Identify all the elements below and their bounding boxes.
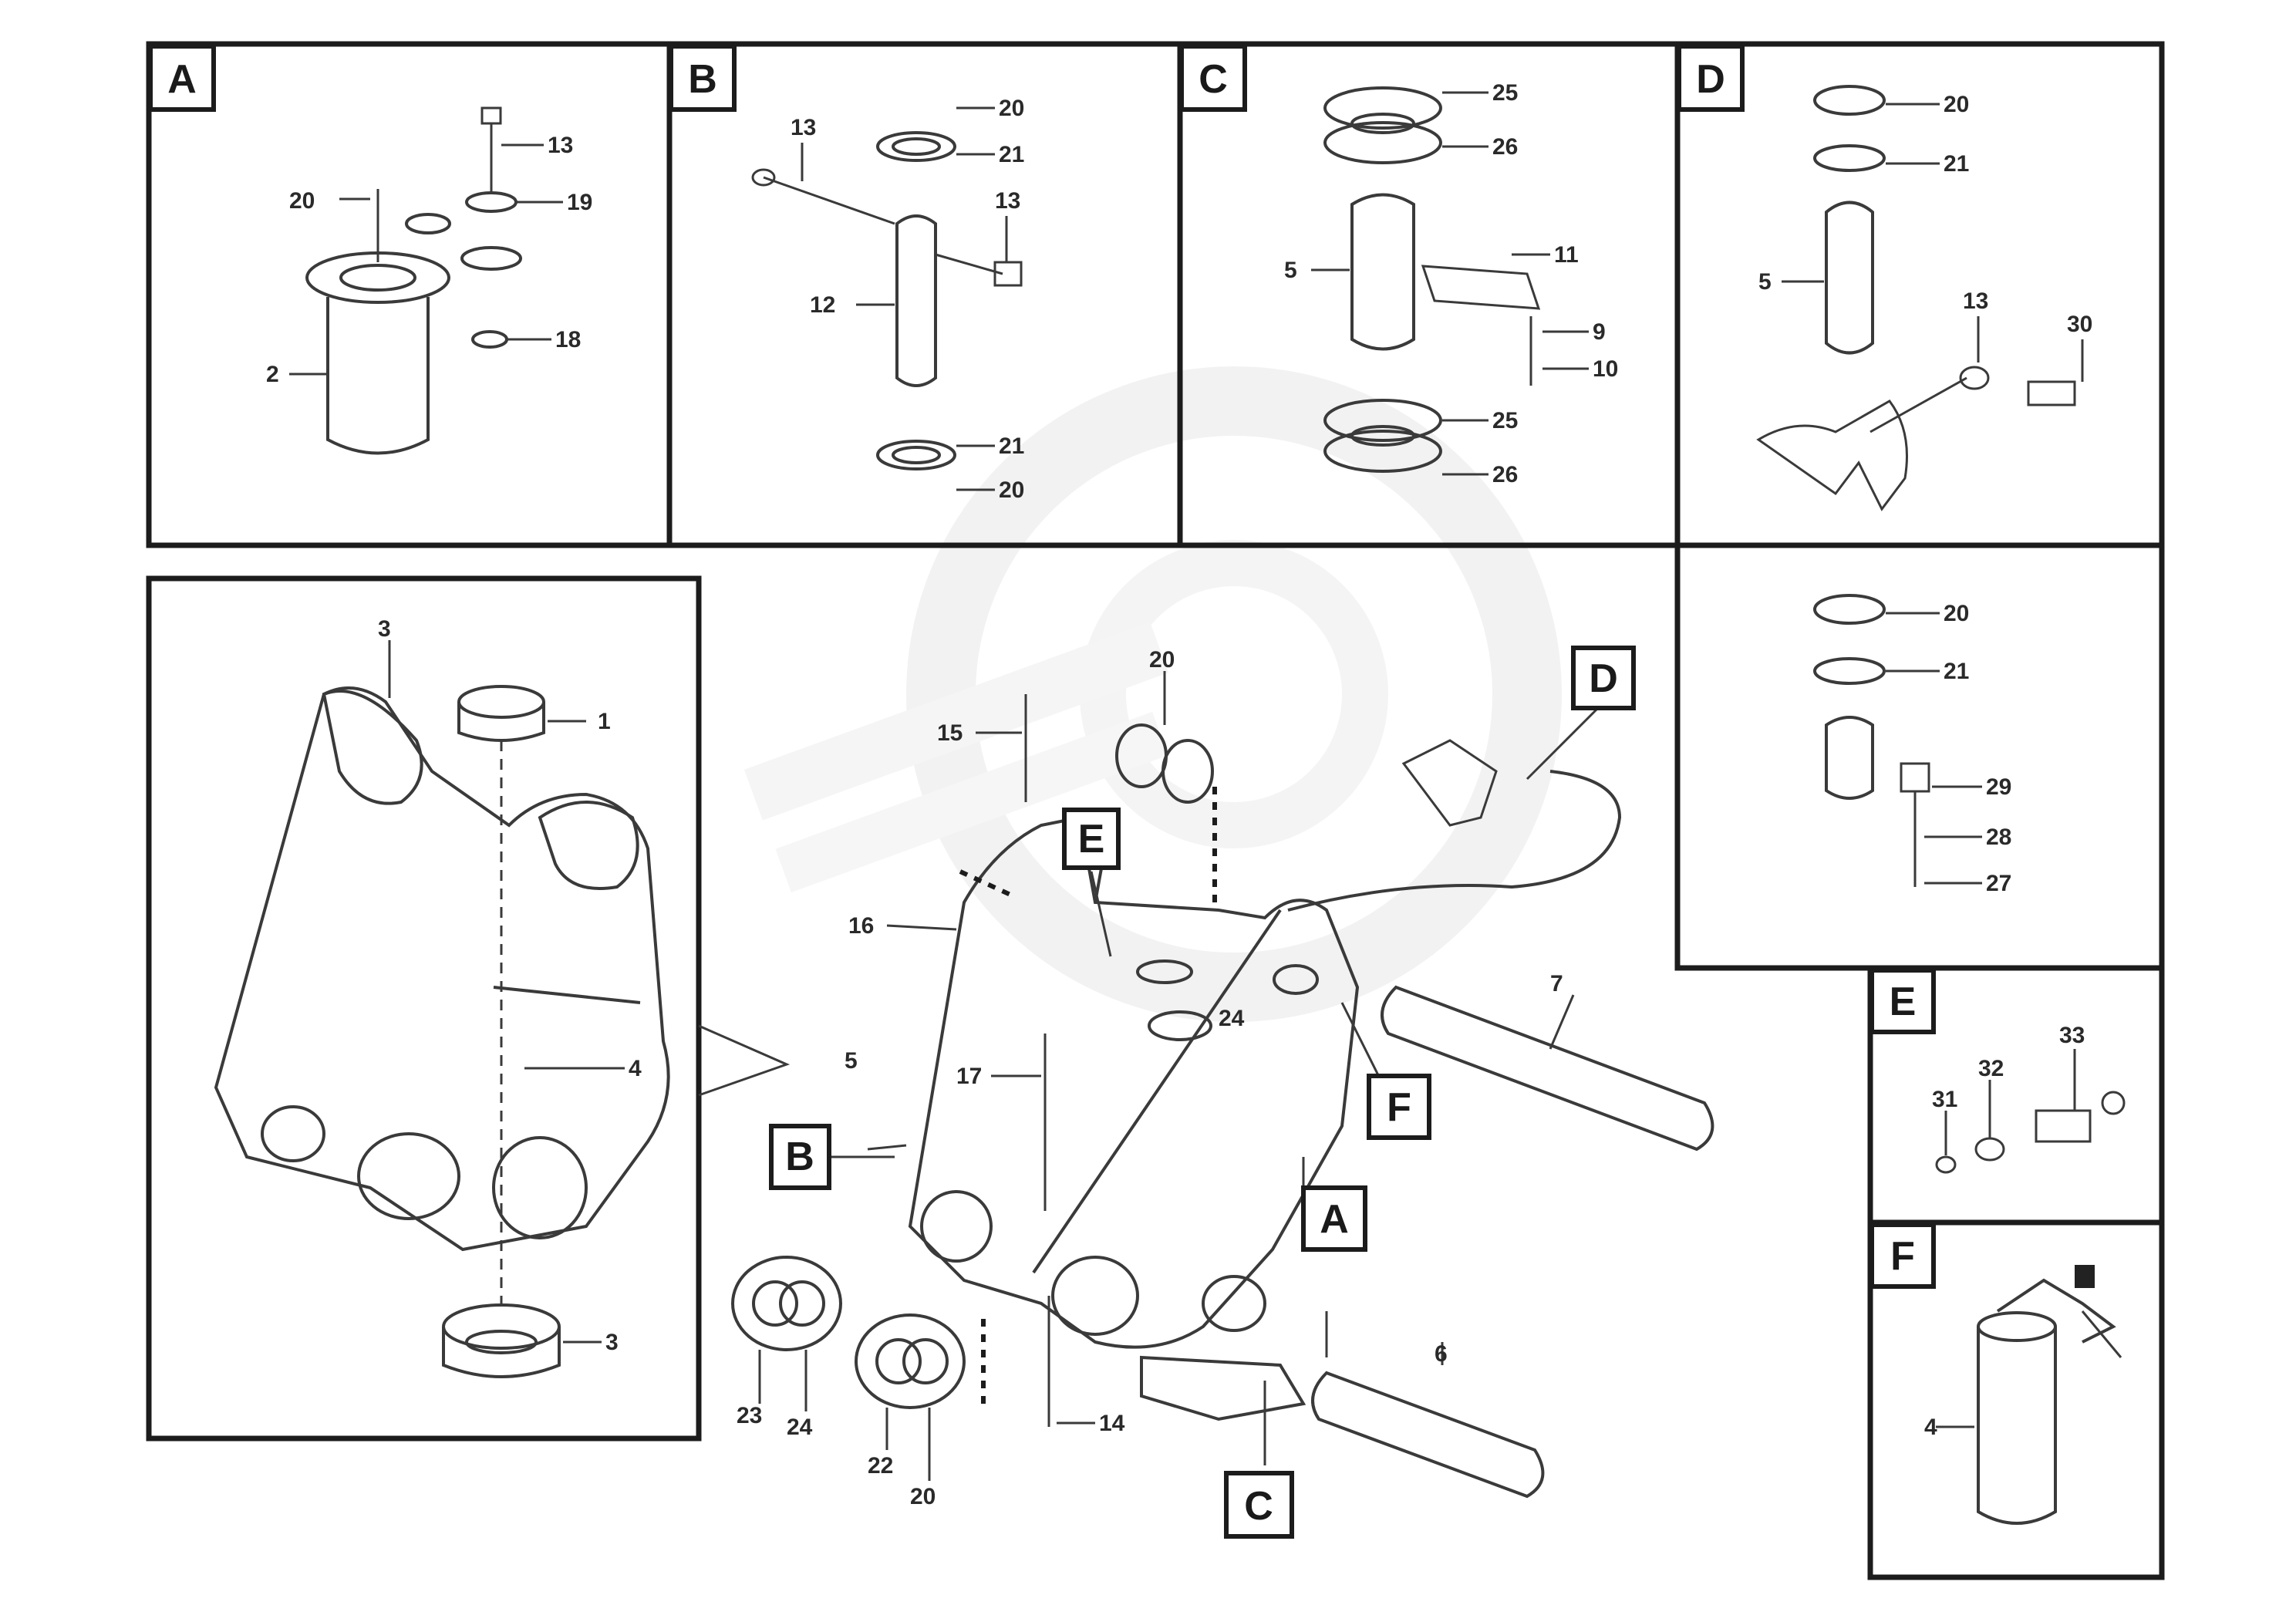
label: 20	[1944, 92, 1969, 117]
panel-D-labels: 20 21 5 13 30 20 21 29 28 27	[1758, 92, 2092, 896]
label: 16	[848, 913, 874, 939]
label: 4	[1924, 1415, 1937, 1440]
panel-tag-B: B	[669, 44, 737, 112]
label: 11	[1554, 242, 1579, 268]
label: 27	[1986, 871, 2011, 896]
label: 20	[999, 96, 1024, 121]
label: 5	[1758, 269, 1772, 295]
label: 26	[1492, 462, 1518, 487]
panel-C-drawing	[1311, 86, 1589, 476]
label: 20	[1149, 647, 1175, 673]
label: 3	[378, 616, 391, 642]
callout-F: F	[1340, 1002, 1431, 1140]
label: 25	[1492, 80, 1518, 106]
panel-E-drawing	[1935, 1049, 2126, 1174]
label: 13	[1963, 288, 1988, 314]
callout-D: D	[1526, 646, 1636, 781]
label: 21	[1944, 151, 1969, 177]
callout-E: E	[1062, 808, 1121, 957]
panel-F-labels: 4	[1924, 1415, 1937, 1440]
label: 24	[1219, 1006, 1245, 1031]
label: 2	[266, 362, 279, 387]
label: 30	[2067, 312, 2092, 337]
label: 3	[605, 1330, 619, 1355]
label: 20	[999, 477, 1024, 503]
label: 12	[810, 292, 835, 318]
callout-B: B	[769, 1124, 895, 1190]
svg-text:E: E	[1078, 817, 1105, 862]
panel-B-drawing	[751, 106, 1023, 491]
label: 14	[1099, 1411, 1125, 1436]
label: 5	[845, 1048, 858, 1074]
label: 21	[999, 142, 1024, 167]
label: 24	[787, 1415, 813, 1440]
svg-text:C: C	[1199, 57, 1228, 102]
label: 10	[1593, 356, 1618, 382]
label: 6	[1435, 1341, 1448, 1367]
label: 33	[2059, 1023, 2085, 1048]
panel-D-drawing	[1756, 85, 2084, 887]
label: 4	[629, 1056, 642, 1081]
svg-text:F: F	[1387, 1085, 1411, 1130]
watermark-logo	[743, 366, 1562, 1022]
label: 20	[910, 1484, 936, 1509]
svg-text:B: B	[785, 1135, 814, 1179]
svg-text:A: A	[1320, 1197, 1349, 1242]
label: 21	[999, 433, 1024, 459]
label: 17	[956, 1064, 982, 1089]
label: 13	[995, 188, 1020, 214]
label: 1	[598, 709, 611, 734]
svg-text:B: B	[688, 57, 717, 102]
label: 26	[1492, 134, 1518, 160]
label: 20	[289, 188, 315, 214]
label: 13	[791, 115, 816, 140]
callout-C: C	[1224, 1381, 1294, 1539]
panel-tag-A: A	[148, 44, 216, 112]
label: 32	[1978, 1056, 2004, 1081]
panel-tag-E: E	[1870, 968, 1936, 1034]
label: 22	[868, 1453, 893, 1479]
label: 9	[1593, 319, 1606, 345]
label: 28	[1986, 824, 2011, 850]
panel-B-labels: 13 20 21 13 12 21 20	[791, 96, 1024, 503]
panel-tag-C: C	[1179, 44, 1247, 112]
svg-text:D: D	[1589, 656, 1618, 701]
label: 20	[1944, 601, 1969, 626]
svg-text:E: E	[1890, 980, 1917, 1024]
label: 18	[555, 327, 581, 352]
inset-labels: 3 1 4 3	[378, 616, 642, 1355]
panel-A-labels: 13 20 19 18 2	[266, 133, 592, 387]
callout-A: A	[1301, 1157, 1367, 1252]
label: 5	[1284, 258, 1297, 283]
panel-E-labels: 31 32 33	[1932, 1023, 2085, 1112]
label: 19	[567, 190, 592, 215]
inset-drawing	[214, 640, 791, 1378]
main-labels: 20 15 16 17 14 23 24 22 20 24 7 6 5	[737, 647, 1563, 1509]
panel-A-drawing	[289, 106, 563, 455]
label: 29	[1986, 774, 2011, 800]
label: 13	[548, 133, 573, 158]
label: 23	[737, 1403, 762, 1428]
panel-tag-D: D	[1677, 44, 1745, 112]
panel-tag-F: F	[1870, 1222, 1936, 1289]
svg-text:D: D	[1696, 57, 1725, 102]
label: 21	[1944, 659, 1969, 684]
label: 7	[1550, 971, 1563, 996]
label: 31	[1932, 1087, 1957, 1112]
svg-text:F: F	[1890, 1234, 1915, 1279]
main-assembly-drawing	[731, 671, 1714, 1499]
label: 25	[1492, 408, 1518, 433]
panel-C-labels: 25 26 5 11 9 10 25 26	[1284, 80, 1618, 487]
svg-text:C: C	[1244, 1484, 1273, 1529]
svg-text:A: A	[167, 57, 197, 102]
label: 15	[937, 720, 963, 746]
panel-frames	[146, 41, 2165, 1580]
panel-F-drawing	[1936, 1265, 2122, 1525]
